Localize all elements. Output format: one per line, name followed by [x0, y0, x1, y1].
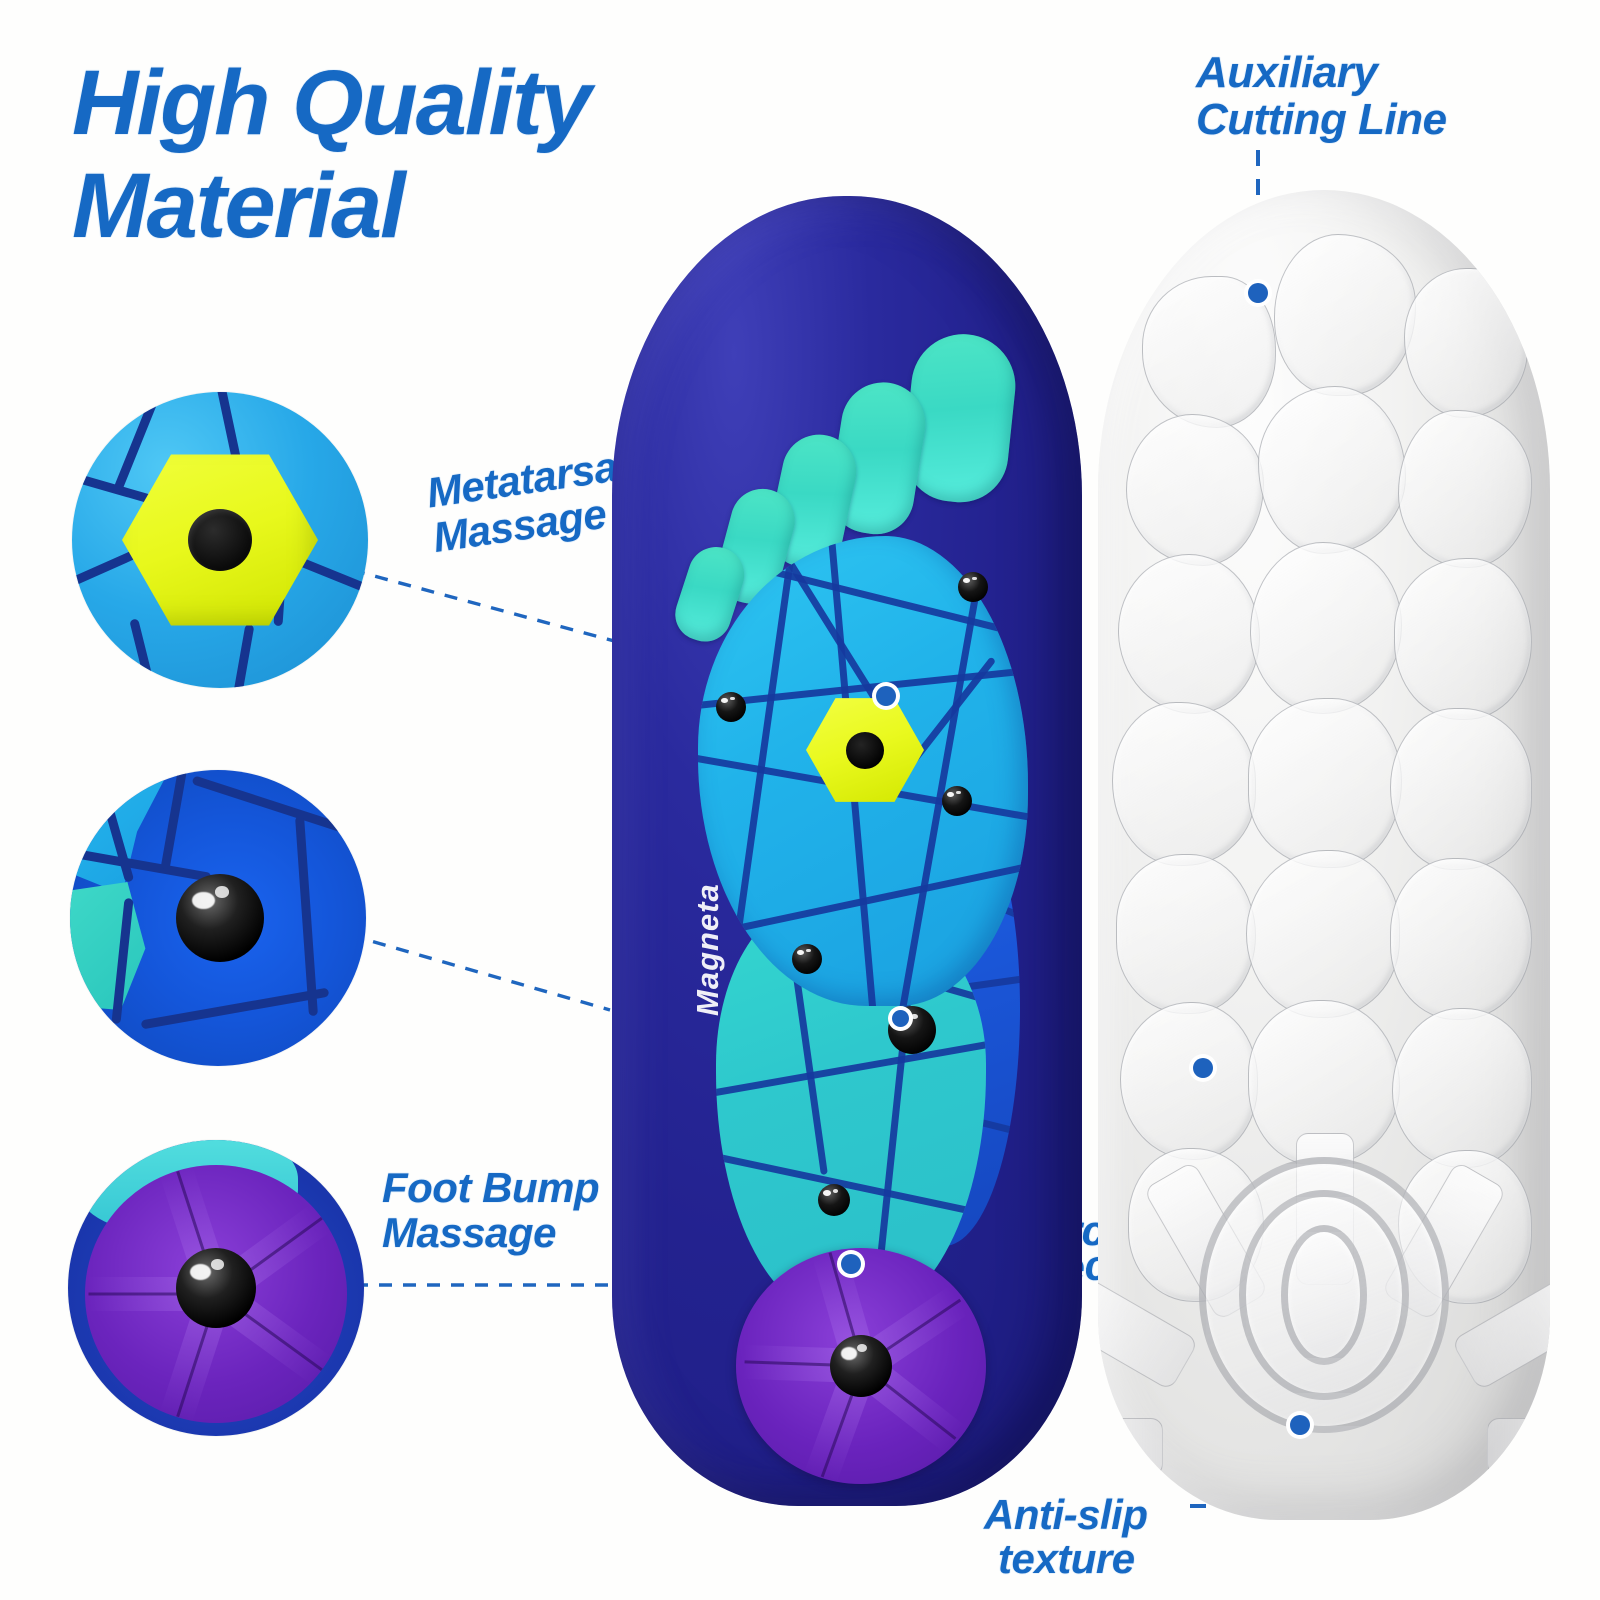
page-title: High Quality Material [72, 52, 592, 258]
heel-ring-inner [1281, 1225, 1367, 1365]
texture-cell [1112, 702, 1256, 866]
gray-insole-base [1098, 190, 1550, 1520]
anti-slip-insole [1098, 190, 1550, 1520]
texture-cell [1390, 708, 1532, 870]
hexagon-acupressure-node [806, 698, 924, 802]
magnetic-ball [830, 1335, 892, 1397]
texture-cell [1126, 414, 1264, 566]
hexagon-center-hole [188, 509, 252, 571]
magnetic-ball [792, 944, 822, 974]
label-foot-bump-massage: Foot Bump Massage [382, 1164, 600, 1256]
crack-line [716, 1040, 986, 1099]
magnetic-ball [716, 692, 746, 722]
texture-cell [1274, 234, 1416, 396]
texture-cell [1398, 410, 1532, 568]
texture-cell [1258, 386, 1406, 554]
texture-cell [1392, 1008, 1532, 1168]
callout-dot-foot-bump-massage[interactable] [841, 1254, 861, 1274]
label-anti-slip-texture: Anti-slip texture [984, 1448, 1148, 1600]
heel-pinwheel-pad [736, 1248, 986, 1484]
tread-block [1098, 1502, 1200, 1520]
detail-circle-metatarsa-hexagon [72, 392, 368, 688]
label-antislip-line2: texture [998, 1535, 1135, 1583]
texture-cell [1390, 858, 1532, 1020]
hexagon-center-hole [846, 732, 884, 769]
magnetic-ball [958, 572, 988, 602]
heel-tread-pattern [1098, 1130, 1550, 1520]
magnetic-massage-insole: Magneta [612, 196, 1082, 1506]
texture-cell [1248, 698, 1402, 868]
brand-text: Magneta [690, 883, 725, 1016]
texture-cell [1118, 554, 1260, 714]
magnetic-ball [176, 1248, 256, 1328]
detail-circle-magnetic-ball [70, 770, 366, 1066]
callout-dot-auxiliary-cutting-line[interactable] [1248, 283, 1268, 303]
label-antislip-line1: Anti-slip [984, 1490, 1148, 1538]
tread-block [1098, 1264, 1200, 1392]
texture-cell [1404, 268, 1528, 418]
texture-cell [1250, 542, 1402, 714]
tread-block [1487, 1418, 1550, 1476]
callout-dot-arch-protection[interactable] [1193, 1058, 1213, 1078]
callout-dot-magnet-ball[interactable] [892, 1010, 909, 1027]
callout-dot-metatarsa-massage[interactable] [876, 686, 896, 706]
detail-circle-foot-bump-pad [68, 1140, 364, 1436]
label-auxiliary-cutting-line: Auxiliary Cutting Line [1196, 48, 1447, 144]
magnetic-ball [818, 1184, 850, 1216]
texture-cell [1116, 854, 1256, 1014]
tread-block [1450, 1502, 1550, 1520]
magnetic-ball [942, 786, 972, 816]
texture-cell [1394, 558, 1532, 720]
crack-line [716, 1151, 986, 1220]
texture-cell [1120, 1002, 1258, 1160]
tread-block [1098, 1418, 1163, 1476]
texture-cell [1246, 850, 1400, 1018]
magnetic-ball [176, 874, 264, 962]
callout-dot-anti-slip-texture[interactable] [1290, 1415, 1310, 1435]
